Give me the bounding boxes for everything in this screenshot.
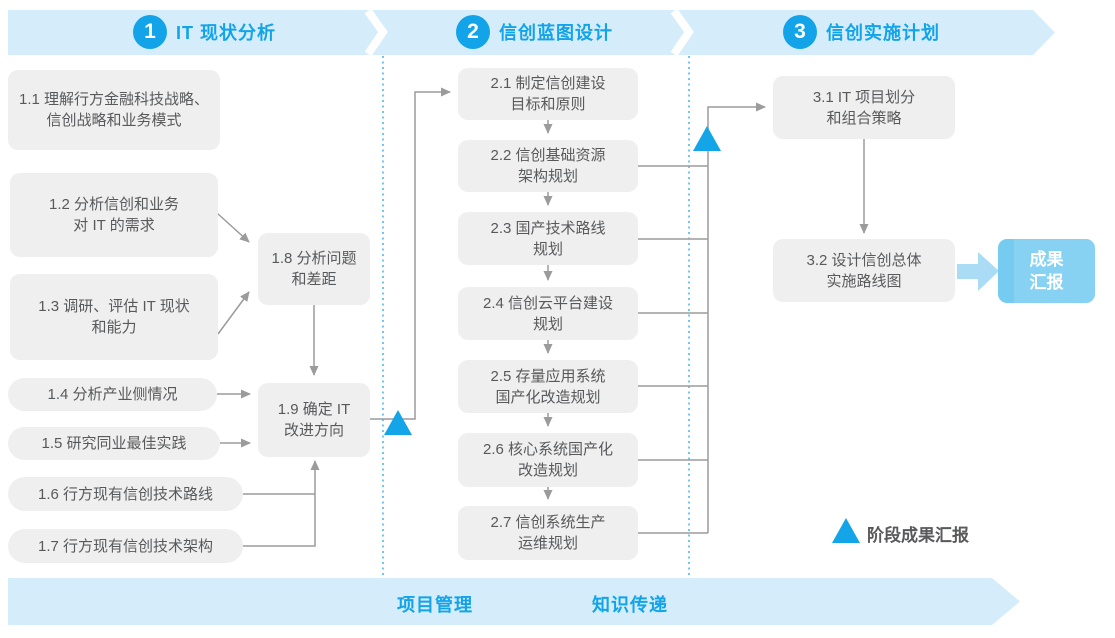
milestone-triangle-phase1-icon [384, 410, 412, 435]
phase-3-number-badge: 3 [783, 15, 817, 49]
box-1-9: 1.9 确定 IT 改进方向 [258, 383, 370, 457]
box-1-2: 1.2 分析信创和业务 对 IT 的需求 [10, 173, 218, 257]
phase-1-number-badge: 1 [133, 15, 167, 49]
box-2-3: 2.3 国产技术路线 规划 [458, 212, 638, 265]
phase-divider-dotted-lines [382, 56, 690, 577]
footer-knowledge-transfer-label: 知识传递 [592, 595, 668, 615]
box-1-1: 1.1 理解行方金融科技战略、 信创战略和业务模式 [8, 70, 220, 150]
phase-1-label: 1 IT 现状分析 [133, 15, 276, 49]
phase-2-number-badge: 2 [456, 15, 490, 49]
phase-banner-band [8, 10, 1055, 55]
box-2-6: 2.6 核心系统国产化 改造规划 [458, 433, 638, 487]
box-2-1: 2.1 制定信创建设 目标和原则 [458, 68, 638, 120]
footer-project-management-label: 项目管理 [397, 595, 473, 615]
phase-3-title: 信创实施计划 [826, 23, 940, 43]
footer-banner-band [8, 578, 1020, 625]
phase-2-label: 2 信创蓝图设计 [456, 15, 613, 49]
flow-connectors [216, 87, 869, 547]
phase-3-label: 3 信创实施计划 [783, 15, 940, 49]
box-1-5: 1.5 研究同业最佳实践 [8, 427, 220, 460]
phase-2-title: 信创蓝图设计 [499, 23, 613, 43]
phase-banner-chevrons [364, 8, 694, 57]
box-1-3: 1.3 调研、评估 IT 现状 和能力 [10, 274, 218, 360]
box-2-7: 2.7 信创系统生产 运维规划 [458, 506, 638, 560]
outcome-report-box: 成果 汇报 [998, 239, 1095, 303]
box-1-6: 1.6 行方现有信创技术路线 [8, 477, 243, 511]
box-2-4: 2.4 信创云平台建设 规划 [458, 287, 638, 340]
box-2-5: 2.5 存量应用系统 国产化改造规划 [458, 360, 638, 413]
legend-triangle-icon [832, 518, 860, 543]
box-3-2: 3.2 设计信创总体 实施路线图 [773, 239, 955, 302]
phase-1-title: IT 现状分析 [176, 23, 276, 43]
milestone-triangle-phase2-icon [693, 126, 721, 151]
outcome-thick-arrow [957, 252, 999, 291]
box-1-8: 1.8 分析问题 和差距 [258, 233, 370, 305]
legend-label: 阶段成果汇报 [867, 526, 969, 545]
box-1-7: 1.7 行方现有信创技术架构 [8, 529, 243, 563]
box-3-1: 3.1 IT 项目划分 和组合策略 [773, 76, 955, 139]
box-1-4: 1.4 分析产业侧情况 [8, 378, 217, 411]
box-2-2: 2.2 信创基础资源 架构规划 [458, 140, 638, 192]
